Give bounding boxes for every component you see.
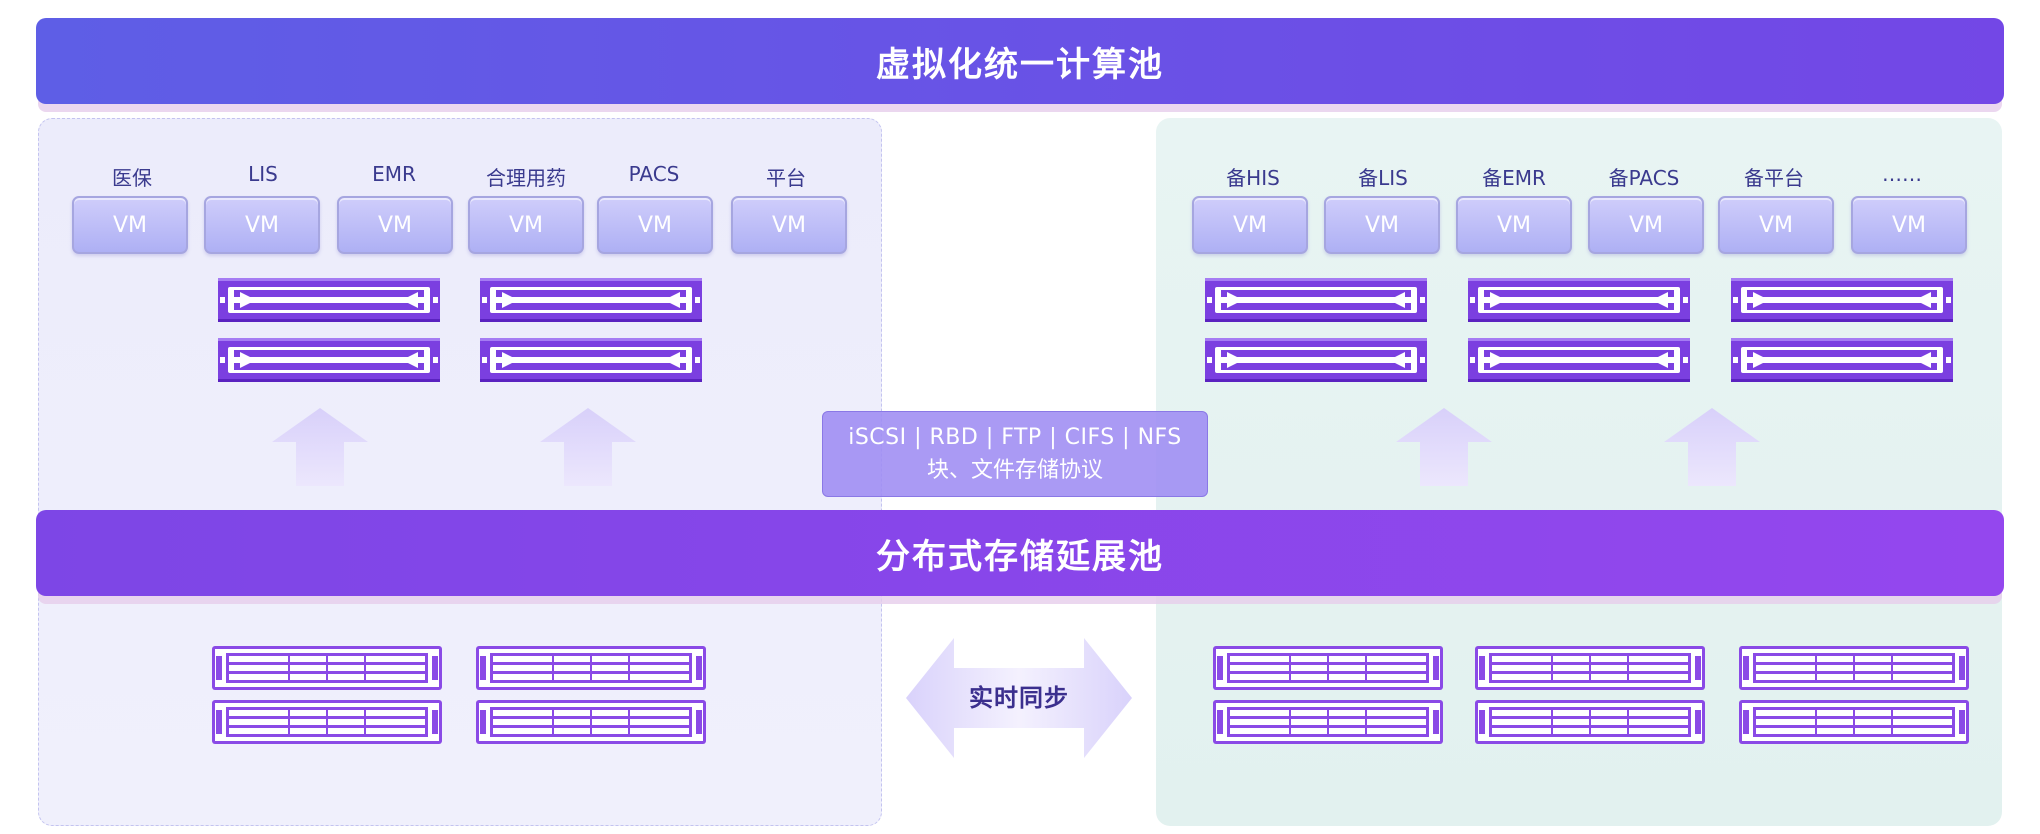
sync-label: 实时同步	[969, 684, 1069, 712]
protocol-box: iSCSI | RBD | FTP | CIFS | NFS 块、文件存储协议	[822, 411, 1208, 497]
vm-box: VM	[468, 196, 584, 254]
vm-box: VM	[72, 196, 188, 254]
up-arrow-icon	[1396, 408, 1492, 486]
vm-label: 备平台	[1744, 166, 1804, 190]
vm-box: VM	[1456, 196, 1572, 254]
storage-server-icon	[1739, 700, 1969, 744]
server-rack-icon	[1731, 338, 1953, 382]
up-arrow-icon	[272, 408, 368, 486]
up-arrow-icon	[540, 408, 636, 486]
storage-server-icon	[212, 700, 442, 744]
storage-pool-title: 分布式存储延展池	[876, 536, 1164, 577]
storage-server-icon	[1475, 646, 1705, 690]
vm-label: 医保	[112, 166, 152, 190]
sync-double-arrow-icon	[906, 638, 1132, 758]
server-rack-icon	[480, 338, 702, 382]
storage-server-icon	[1739, 646, 1969, 690]
vm-box: VM	[337, 196, 453, 254]
storage-server-icon	[476, 700, 706, 744]
vm-box: VM	[1718, 196, 1834, 254]
storage-server-icon	[476, 646, 706, 690]
vm-box: VM	[204, 196, 320, 254]
vm-label: EMR	[372, 162, 416, 186]
vm-label: 平台	[766, 166, 806, 190]
up-arrow-icon	[1664, 408, 1760, 486]
server-rack-icon	[480, 278, 702, 322]
vm-label: ……	[1882, 162, 1922, 186]
storage-pool-bar: 分布式存储延展池	[36, 510, 2004, 596]
vm-box: VM	[1851, 196, 1967, 254]
server-rack-icon	[218, 338, 440, 382]
server-rack-icon	[1205, 338, 1427, 382]
vm-label: PACS	[628, 162, 680, 186]
vm-label: 备EMR	[1482, 166, 1546, 190]
compute-pool-title: 虚拟化统一计算池	[876, 44, 1164, 85]
storage-server-icon	[1475, 700, 1705, 744]
vm-label: 备PACS	[1608, 166, 1680, 190]
server-rack-icon	[1468, 278, 1690, 322]
vm-label: LIS	[248, 162, 278, 186]
server-rack-icon	[1731, 278, 1953, 322]
vm-box: VM	[1324, 196, 1440, 254]
storage-server-icon	[1213, 700, 1443, 744]
storage-server-icon	[212, 646, 442, 690]
vm-box: VM	[731, 196, 847, 254]
vm-label: 备HIS	[1226, 166, 1280, 190]
storage-server-icon	[1213, 646, 1443, 690]
server-rack-icon	[1468, 338, 1690, 382]
vm-box: VM	[1192, 196, 1308, 254]
protocol-description: 块、文件存储协议	[926, 457, 1103, 483]
server-rack-icon	[1205, 278, 1427, 322]
vm-label: 备LIS	[1358, 166, 1408, 190]
vm-box: VM	[597, 196, 713, 254]
compute-pool-bar: 虚拟化统一计算池	[36, 18, 2004, 104]
vm-box: VM	[1588, 196, 1704, 254]
vm-label: 合理用药	[486, 166, 566, 190]
server-rack-icon	[218, 278, 440, 322]
protocol-list: iSCSI | RBD | FTP | CIFS | NFS	[848, 424, 1182, 450]
